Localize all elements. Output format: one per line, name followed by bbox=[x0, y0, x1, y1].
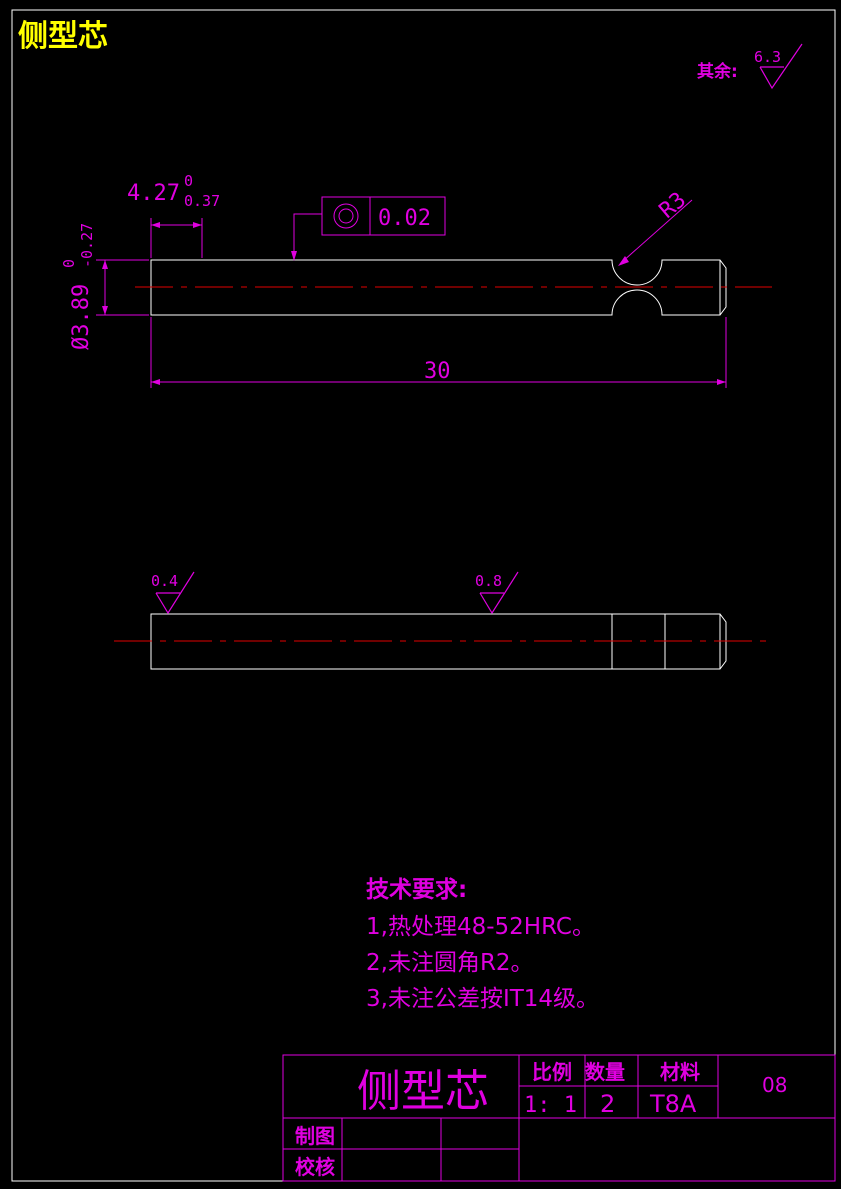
length-tol-lower: 0.37 bbox=[184, 192, 220, 210]
roughness-symbol-left: 0.4 bbox=[151, 571, 195, 615]
roughness-check-icon bbox=[479, 571, 519, 615]
roughness-default-value: 6.3 bbox=[754, 48, 781, 66]
diameter-tol-lower: -0.27 bbox=[78, 223, 96, 268]
roughness-check-icon bbox=[759, 43, 803, 90]
roughness-check-icon bbox=[155, 571, 195, 615]
radius-label: R3 bbox=[655, 187, 691, 223]
scale-value: 1: 1 bbox=[524, 1093, 577, 1118]
tolerance-frame bbox=[321, 196, 446, 236]
coaxiality-value: 0.02 bbox=[378, 206, 431, 231]
material-value: T8A bbox=[649, 1090, 697, 1118]
checked-label: 校核 bbox=[295, 1155, 335, 1179]
coaxiality-icon bbox=[333, 203, 359, 229]
top-view: 0.4 0.8 bbox=[114, 571, 772, 670]
roughness-right-value: 0.8 bbox=[475, 572, 502, 590]
length-tol-upper: 0 bbox=[184, 172, 193, 190]
material-label: 材料 bbox=[660, 1060, 700, 1084]
drawing-title: 侧型芯 bbox=[18, 19, 108, 54]
front-view: 4.27 0 0.37 0.02 R3 Ø3.89 0 -0.27 30 bbox=[60, 172, 772, 388]
pin-outline bbox=[150, 259, 727, 316]
part-name: 侧型芯 bbox=[357, 1066, 489, 1117]
total-length: 30 bbox=[424, 359, 451, 384]
technical-requirements: 技术要求: 1,热处理48-52HRC。 2,未注圆角R2。 3,未注公差按IT… bbox=[366, 877, 599, 1012]
roughness-symbol-right: 0.8 bbox=[475, 571, 519, 615]
default-roughness-symbol: 其余: 6.3 bbox=[697, 43, 803, 90]
note-item: 1,热处理48-52HRC。 bbox=[366, 914, 595, 940]
length-dim: 4.27 bbox=[127, 181, 180, 206]
diameter-dim: Ø3.89 bbox=[69, 284, 94, 350]
qty-value: 2 bbox=[600, 1090, 615, 1118]
note-item: 2,未注圆角R2。 bbox=[366, 950, 534, 976]
drawing-number: 08 bbox=[762, 1073, 787, 1097]
roughness-prefix: 其余: bbox=[697, 61, 738, 82]
radius-leader bbox=[621, 199, 693, 263]
roughness-left-value: 0.4 bbox=[151, 572, 178, 590]
diameter-tol-upper: 0 bbox=[60, 259, 78, 268]
scale-label: 比例 bbox=[532, 1060, 572, 1084]
title-block bbox=[282, 1054, 836, 1182]
note-item: 3,未注公差按IT14级。 bbox=[366, 986, 599, 1012]
notes-heading: 技术要求: bbox=[366, 877, 467, 903]
drawn-label: 制图 bbox=[295, 1124, 335, 1148]
qty-label: 数量 bbox=[585, 1060, 625, 1084]
leader-line bbox=[293, 213, 322, 254]
